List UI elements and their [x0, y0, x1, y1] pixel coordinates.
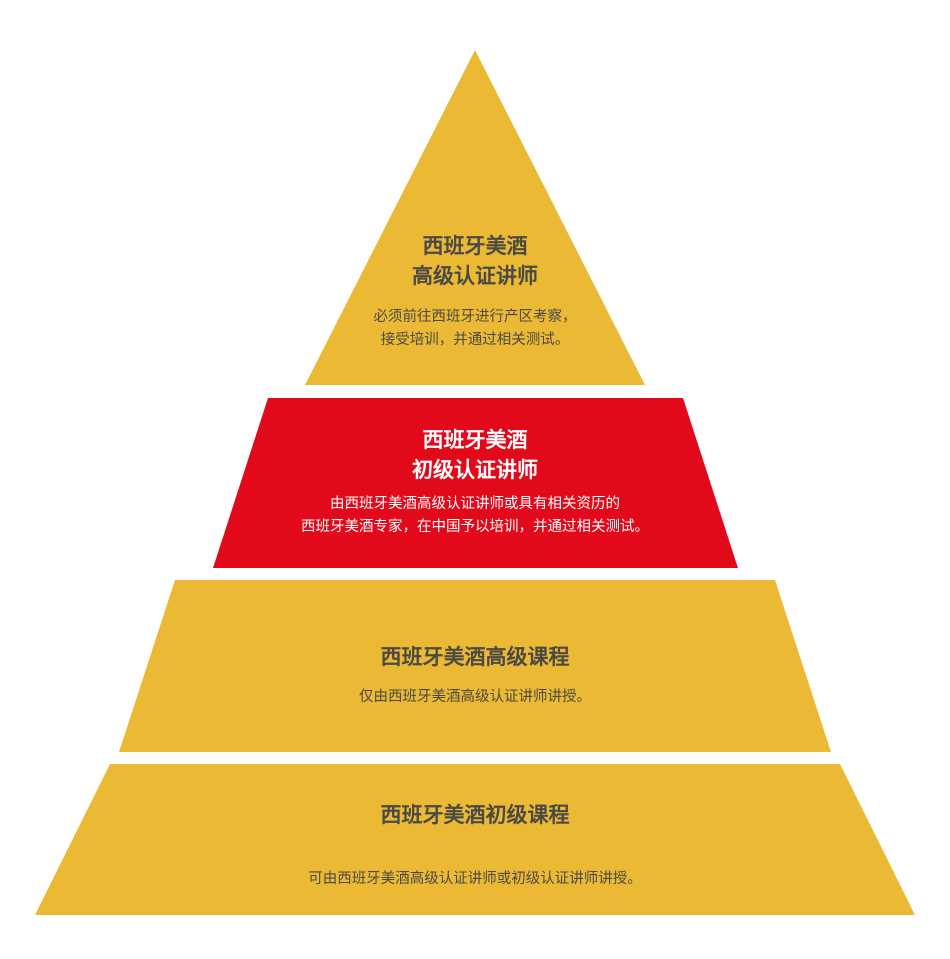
tier-description: 可由西班牙美酒高级认证讲师或初级认证讲师讲授。 — [308, 871, 642, 887]
tier-title: 西班牙美酒 — [422, 428, 528, 452]
tier-advanced-course-shape — [119, 580, 831, 752]
tier-description: 仅由西班牙美酒高级认证讲师讲授。 — [359, 689, 591, 705]
tier-title: 初级认证讲师 — [412, 458, 538, 482]
tier-title: 高级认证讲师 — [412, 264, 538, 288]
tier-junior-instructor-shape — [213, 398, 738, 568]
tier-basic-course: 西班牙美酒初级课程 可由西班牙美酒高级认证讲师或初级认证讲师讲授。 — [0, 800, 950, 891]
tier-advanced-course: 西班牙美酒高级课程 仅由西班牙美酒高级认证讲师讲授。 — [0, 642, 950, 709]
tier-senior-instructor-shape — [305, 50, 645, 385]
tier-description: 必须前往西班牙进行产区考察， — [373, 309, 577, 325]
tier-basic-course-shape — [35, 764, 915, 915]
tier-description: 接受培训，并通过相关测试。 — [380, 332, 570, 348]
tier-title: 西班牙美酒高级课程 — [380, 645, 570, 669]
tier-description: 由西班牙美酒高级认证讲师或具有相关资历的 — [330, 496, 620, 512]
tier-junior-instructor: 西班牙美酒 初级认证讲师 由西班牙美酒高级认证讲师或具有相关资历的 西班牙美酒专… — [0, 425, 950, 539]
tier-description: 西班牙美酒专家，在中国予以培训，并通过相关测试。 — [301, 519, 649, 535]
tier-title: 西班牙美酒 — [422, 234, 528, 258]
tier-senior-instructor: 西班牙美酒 高级认证讲师 必须前往西班牙进行产区考察， 接受培训，并通过相关测试… — [0, 231, 950, 352]
tier-title: 西班牙美酒初级课程 — [380, 803, 570, 827]
